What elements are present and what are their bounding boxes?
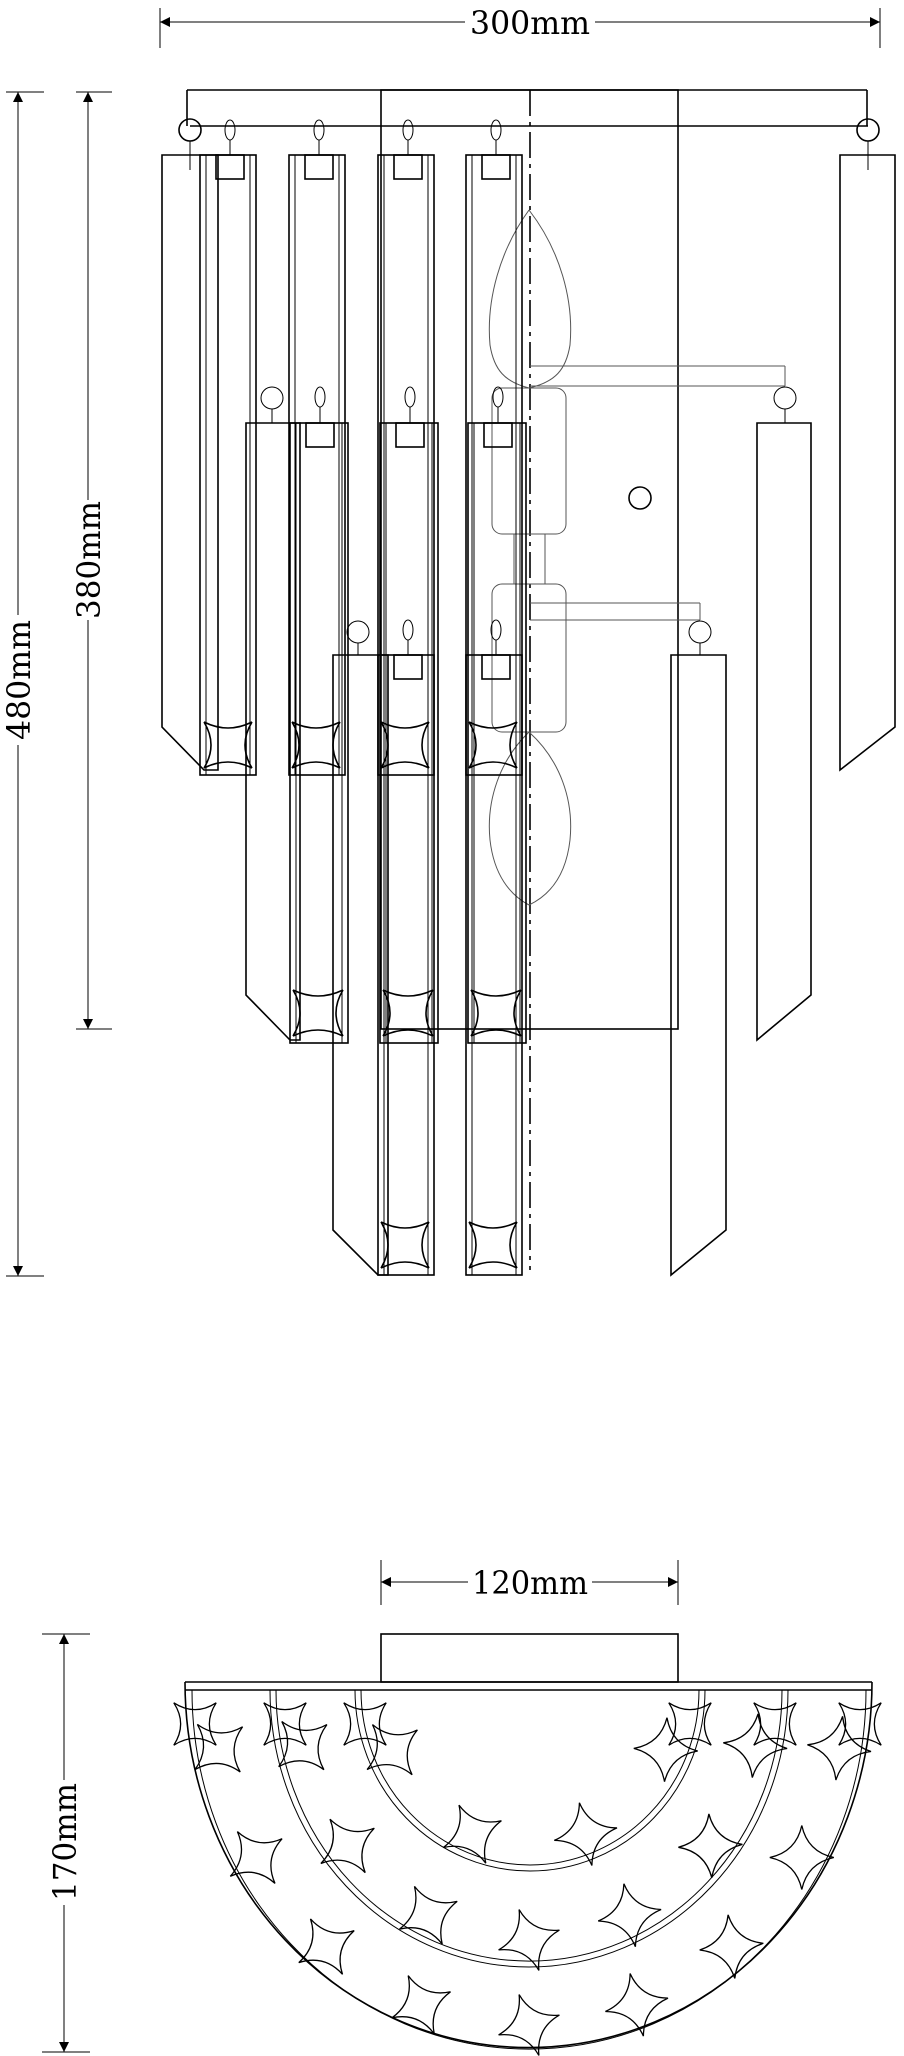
top-view: 120mm 170mm — [42, 1560, 882, 2056]
crystal-star — [605, 1973, 669, 2037]
crystal-star — [391, 1975, 451, 2035]
top-rail — [178, 89, 880, 142]
crystal-star — [343, 1702, 387, 1746]
dimension-total-height: 480mm — [0, 91, 44, 1277]
crystal-star — [229, 1831, 283, 1884]
crystal-star — [838, 1702, 882, 1746]
crystal-star — [597, 1883, 662, 1947]
crystal-rods — [161, 119, 896, 1277]
front-view: 300mm 480mm 380mm — [0, 4, 896, 1277]
label-depth: 170mm — [46, 1783, 84, 1901]
label-total-height: 480mm — [0, 620, 38, 740]
crystal-star — [263, 1702, 307, 1746]
crystal-star — [278, 1720, 328, 1771]
dimension-plate-width: 120mm — [380, 1560, 679, 1605]
crystal-star — [769, 1825, 834, 1890]
dimension-front-width: 300mm — [159, 4, 881, 48]
crystal-star — [633, 1717, 698, 1782]
crystal-star — [442, 1804, 502, 1864]
bulbs — [488, 209, 786, 906]
crystal-star — [320, 1818, 375, 1874]
crystal-star — [807, 1716, 872, 1781]
crystal-star — [678, 1813, 743, 1878]
crystal-star — [173, 1702, 217, 1746]
crystal-star — [699, 1914, 764, 1979]
crystal-star — [554, 1802, 618, 1866]
crystal-star — [399, 1886, 458, 1945]
crystal-stars — [173, 1702, 882, 2056]
crystal-star — [723, 1713, 788, 1778]
label-front-width: 300mm — [470, 4, 590, 42]
crystal-star — [298, 1918, 355, 1975]
crystal-star — [194, 1723, 244, 1773]
plan-outline — [184, 1633, 873, 2050]
crystal-star — [753, 1702, 797, 1746]
crystal-star — [668, 1702, 712, 1746]
crystal-star — [366, 1724, 418, 1776]
dimension-depth: 170mm — [42, 1633, 90, 2053]
back-plate — [380, 89, 679, 1270]
label-plate-height: 380mm — [70, 501, 108, 619]
crystal-star — [498, 1909, 560, 1971]
dimension-plate-height: 380mm — [70, 91, 112, 1030]
crystal-star — [498, 1994, 560, 2056]
label-plate-width: 120mm — [472, 1564, 588, 1602]
